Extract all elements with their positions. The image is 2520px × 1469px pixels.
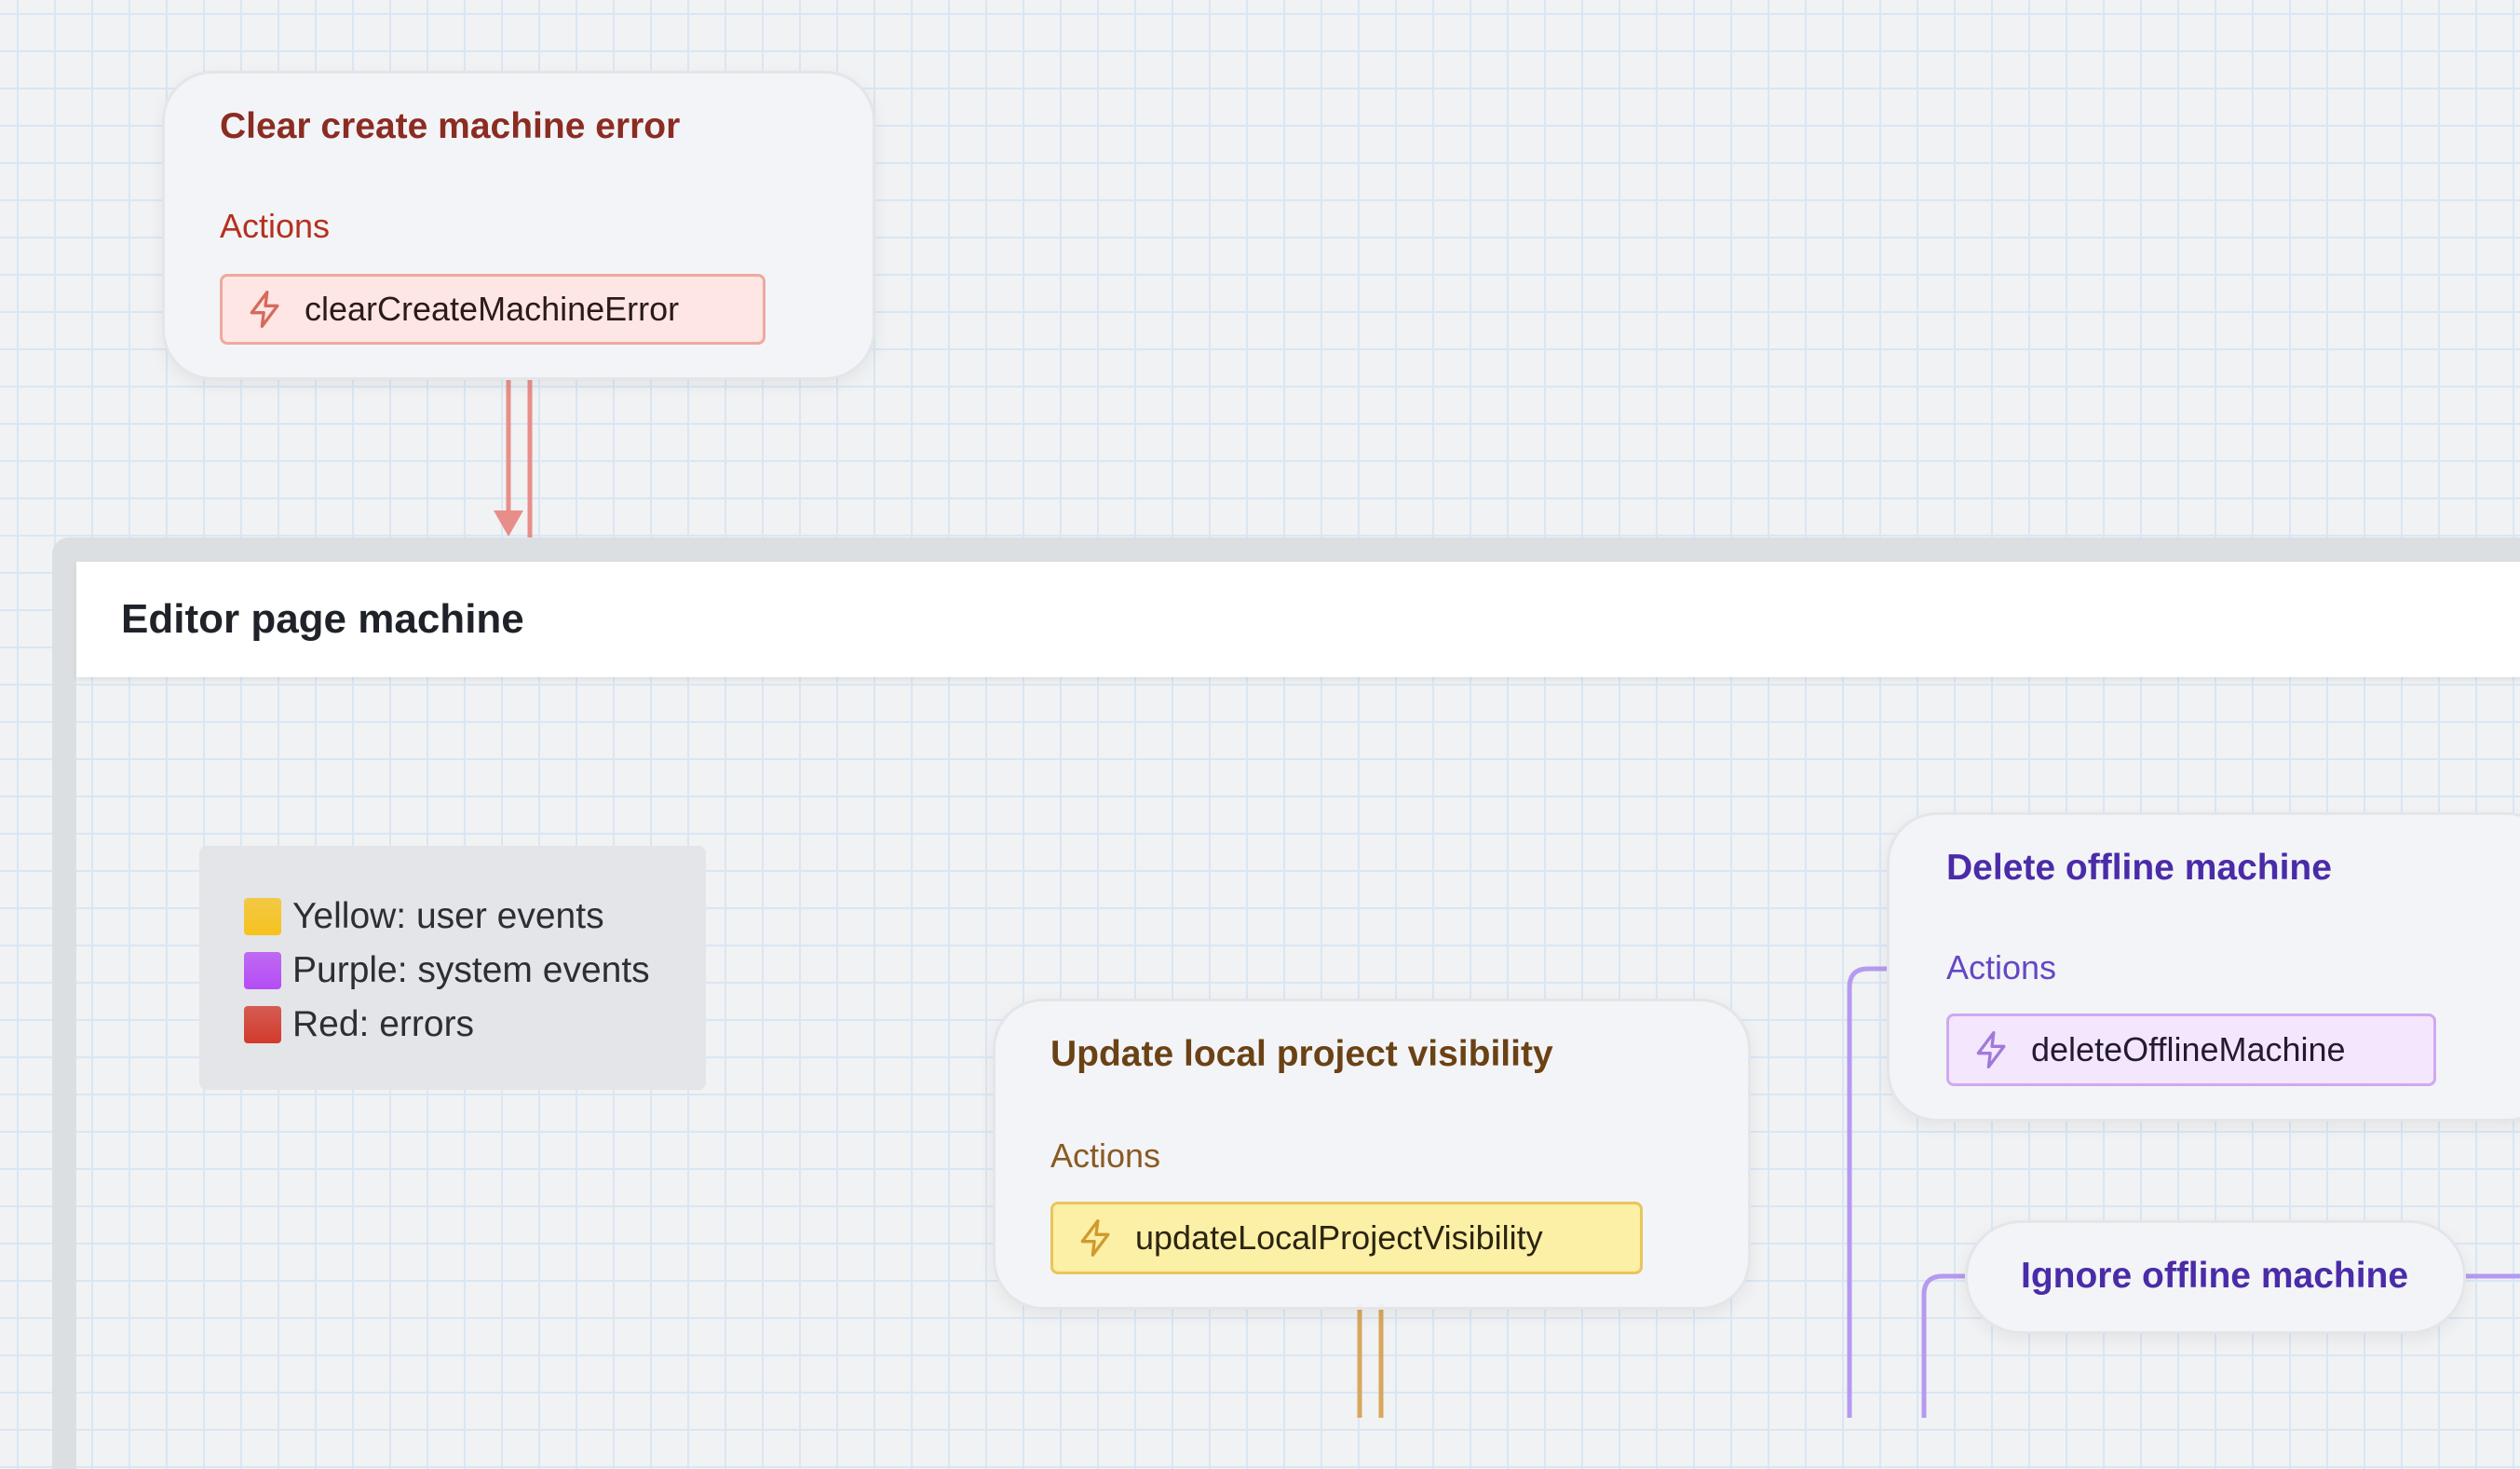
parent-state-frame (52, 537, 2520, 1469)
legend: Yellow: user events Purple: system event… (199, 846, 706, 1090)
action-name: clearCreateMachineError (305, 290, 680, 328)
red-swatch (244, 1006, 281, 1043)
lightning-bolt-icon (250, 291, 279, 328)
actions-label: Actions (220, 207, 331, 245)
state-title: Clear create machine error (220, 106, 681, 146)
lightning-bolt-icon (1080, 1219, 1110, 1257)
state-title: Delete offline machine (1946, 848, 2332, 888)
lightning-bolt-icon (1976, 1031, 2006, 1068)
action-name: deleteOfflineMachine (2031, 1030, 2346, 1068)
state-ignore-offline-machine[interactable] (1965, 1220, 2466, 1334)
action-chip-delete-offline-machine[interactable]: deleteOfflineMachine (1946, 1013, 2436, 1086)
purple-swatch (244, 952, 281, 989)
edge-arrowhead (494, 510, 523, 537)
state-title: Ignore offline machine (2021, 1256, 2409, 1296)
state-title: Update local project visibility (1050, 1034, 1553, 1074)
transition-edges (494, 377, 2520, 1418)
action-chip-clear-create-machine-error[interactable]: clearCreateMachineError (220, 274, 765, 345)
action-chip-update-local-project-visibility[interactable]: updateLocalProjectVisibility (1050, 1202, 1643, 1274)
legend-item-red: Red: errors (244, 1004, 474, 1045)
legend-item-yellow: Yellow: user events (244, 896, 604, 937)
parent-state-title: Editor page machine (121, 596, 524, 642)
legend-label: Purple: system events (292, 950, 650, 990)
edge-delete-offline (1847, 966, 1887, 1418)
yellow-swatch (244, 898, 281, 935)
edge-ignore-offline (1921, 1273, 1965, 1418)
legend-label: Red: errors (292, 1004, 475, 1044)
legend-label: Yellow: user events (292, 896, 604, 936)
action-name: updateLocalProjectVisibility (1135, 1218, 1543, 1257)
parent-state-header[interactable] (76, 562, 2520, 677)
legend-item-purple: Purple: system events (244, 950, 650, 991)
actions-label: Actions (1050, 1136, 1161, 1175)
actions-label: Actions (1946, 948, 2057, 986)
